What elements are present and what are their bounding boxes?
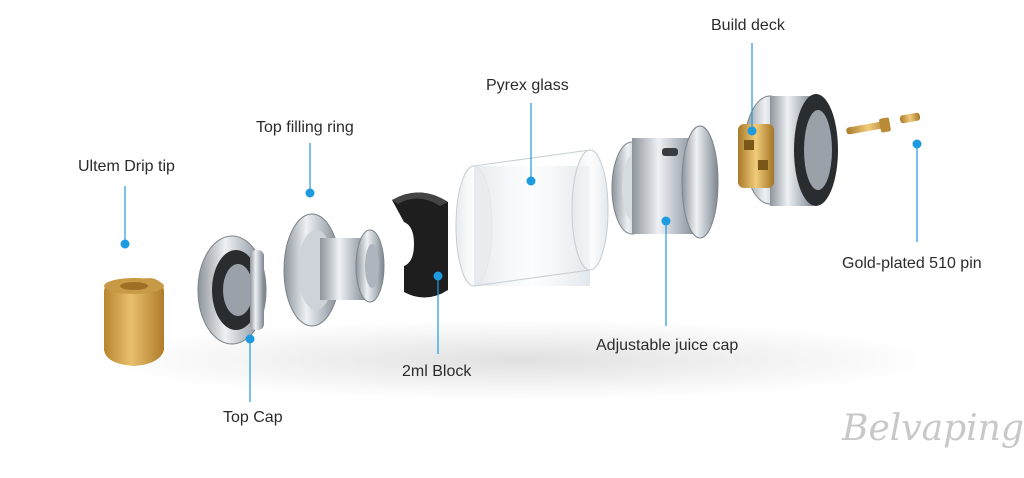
pyrex-glass-part [455, 149, 609, 287]
watermark: Belvaping.com [842, 408, 1024, 449]
label-build-deck: Build deck [711, 17, 785, 34]
dot-build-deck [747, 126, 757, 136]
dot-block [433, 271, 443, 281]
dot-top-filling-ring [305, 188, 315, 198]
dot-pin [912, 139, 922, 149]
floor-shadow [100, 320, 940, 400]
label-pyrex-glass: Pyrex glass [486, 77, 569, 94]
top-cap-part [197, 235, 267, 345]
dot-drip-tip [120, 239, 130, 249]
dot-pyrex-glass [526, 176, 536, 186]
label-gold-plated-510-pin: Gold-plated 510 pin [842, 255, 982, 272]
block-part [392, 192, 448, 298]
gold-pin-part [846, 112, 921, 135]
label-adjustable-juice-cap: Adjustable juice cap [596, 337, 739, 354]
label-top-cap: Top Cap [223, 409, 283, 426]
label-top-filling-ring: Top filling ring [256, 119, 354, 136]
build-deck-part [738, 94, 838, 206]
ultem-drip-tip-part [104, 278, 164, 366]
dot-top-cap [245, 334, 255, 344]
dot-juice-cap [661, 216, 671, 226]
label-2ml-block: 2ml Block [402, 363, 472, 380]
leader-lines [120, 43, 922, 402]
top-filling-ring-part [283, 213, 385, 327]
label-ultem-drip-tip: Ultem Drip tip [78, 158, 175, 175]
